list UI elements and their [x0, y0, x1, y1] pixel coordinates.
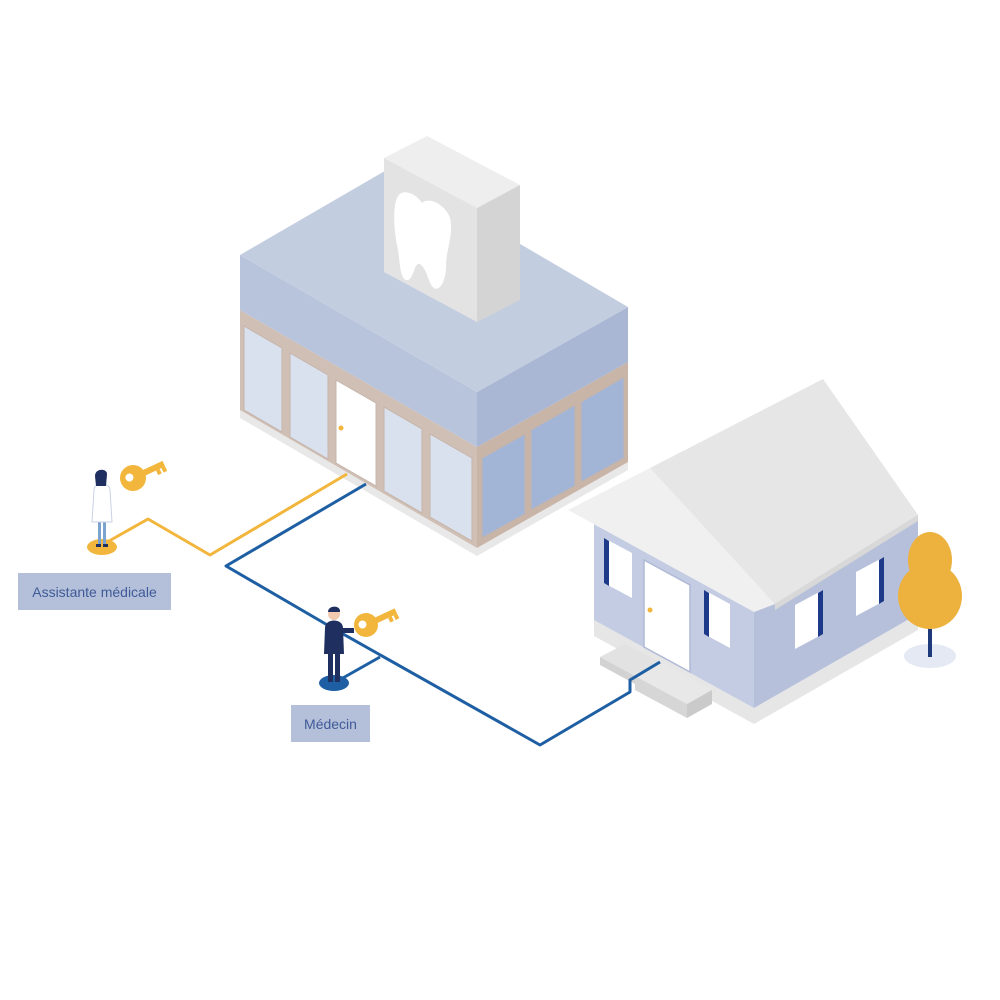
house-windows-side — [795, 557, 884, 649]
clinic-windows-right — [481, 376, 625, 539]
key-icon — [120, 460, 168, 491]
house-door-handle — [647, 607, 653, 613]
tree — [898, 532, 962, 668]
clinic-sign — [384, 136, 520, 322]
doctor-access-path — [224, 482, 661, 747]
house-steps — [600, 644, 712, 718]
door-handle — [338, 425, 344, 431]
house-windows-front — [604, 538, 730, 648]
key-icon — [354, 608, 400, 637]
doctor-label: Médecin — [291, 705, 370, 742]
clinic-windows-left — [243, 325, 473, 542]
house-door[interactable] — [643, 558, 691, 674]
assistant-label: Assistante médicale — [18, 573, 171, 610]
tooth-icon — [394, 192, 452, 289]
dental-clinic-building — [240, 136, 628, 556]
home-building — [568, 379, 918, 724]
assistant-figure — [87, 469, 117, 555]
clinic-door[interactable] — [335, 379, 377, 487]
assistant-access-path — [101, 472, 348, 557]
doctor-figure — [319, 606, 354, 691]
